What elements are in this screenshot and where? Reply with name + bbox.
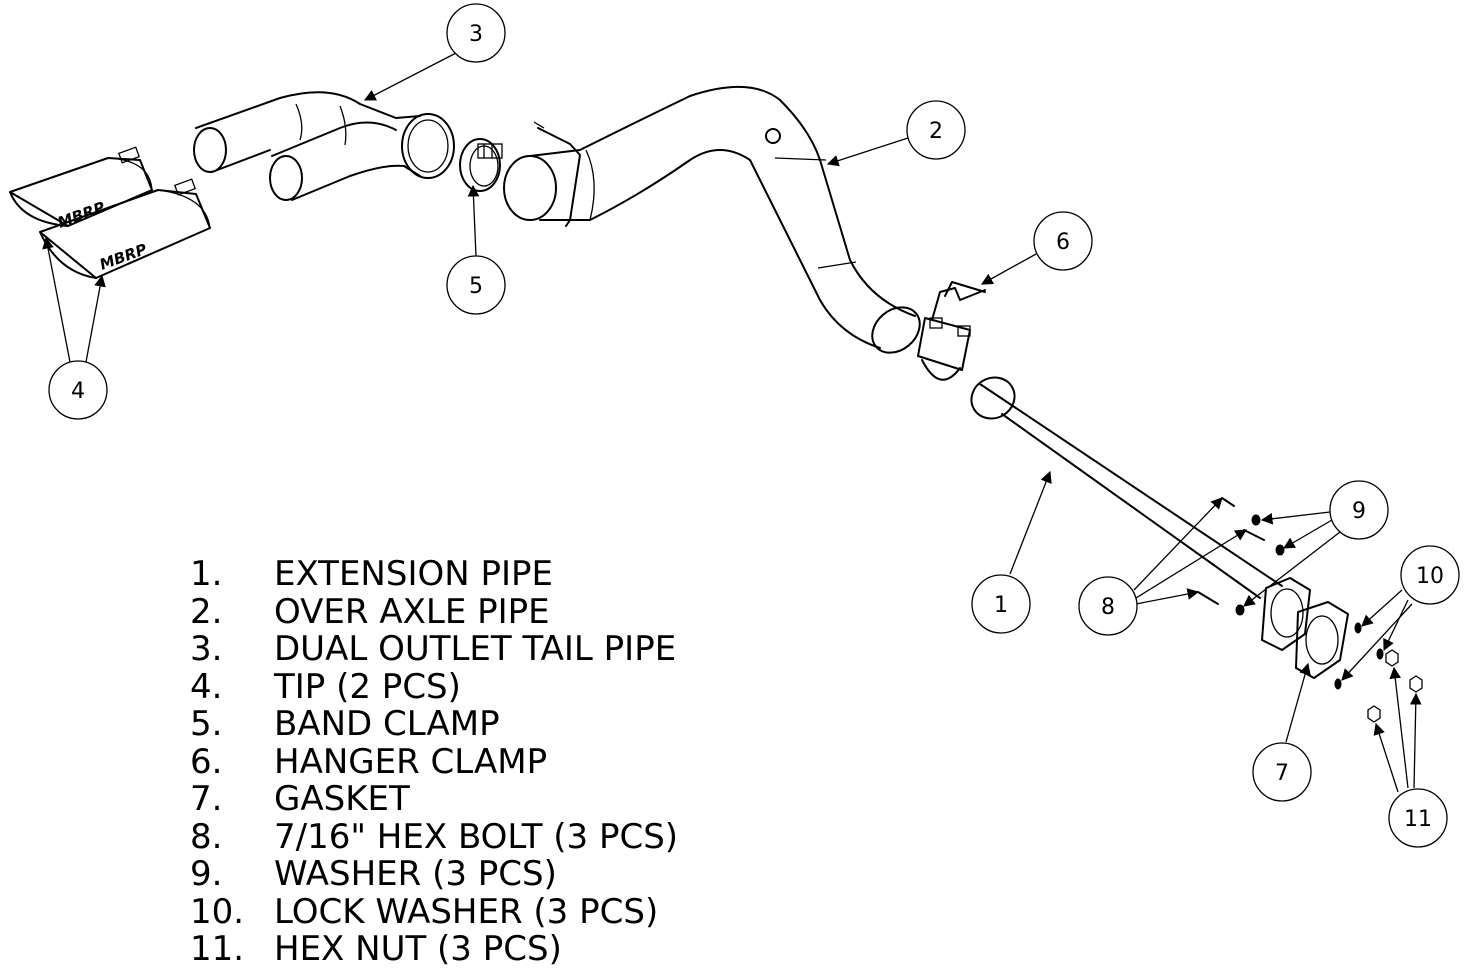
lock-washers <box>1334 622 1384 690</box>
callout-9: 9 <box>1243 480 1389 607</box>
callout-2: 2 <box>826 100 966 167</box>
tip-upper-logo: MBRP <box>55 198 107 232</box>
callout-label-9: 9 <box>1352 499 1366 524</box>
callout-label-10: 10 <box>1416 564 1444 589</box>
callout-label-7: 7 <box>1275 761 1289 786</box>
callout-4: 4 <box>42 236 108 420</box>
callout-11: 11 <box>1373 666 1448 848</box>
callout-label-4: 4 <box>71 379 85 404</box>
band-clamp <box>459 138 503 192</box>
parts-list-item: 2.OVER AXLE PIPE <box>190 591 550 632</box>
dual-outlet-tail-pipe <box>193 91 455 201</box>
parts-list-item: 10.LOCK WASHER (3 PCS) <box>190 891 659 932</box>
callout-label-1: 1 <box>994 593 1008 618</box>
callout-5: 5 <box>446 184 506 315</box>
over-axle-pipe <box>503 86 921 354</box>
parts-list-item: 7.GASKET <box>190 779 410 819</box>
parts-list-item: 11.HEX NUT (3 PCS) <box>190 929 562 969</box>
callout-label-6: 6 <box>1056 230 1070 255</box>
parts-list: 1.EXTENSION PIPE 2.OVER AXLE PIPE 3.DUAL… <box>190 554 679 969</box>
callout-label-5: 5 <box>469 274 483 299</box>
callout-8: 8 <box>1078 497 1247 636</box>
gasket-flange <box>1261 577 1311 651</box>
callout-label-11: 11 <box>1404 807 1432 832</box>
washers <box>1235 514 1285 616</box>
parts-list-item: 1.EXTENSION PIPE <box>190 554 553 594</box>
callout-3: 3 <box>363 3 506 101</box>
callout-6: 6 <box>980 211 1093 285</box>
hex-nuts <box>1367 649 1423 723</box>
hanger-clamp <box>917 281 986 381</box>
parts-list-item: 5.BAND CLAMP <box>190 704 500 744</box>
gasket <box>1295 601 1349 679</box>
callout-label-3: 3 <box>469 22 483 47</box>
callout-label-2: 2 <box>929 119 943 144</box>
parts-list-item: 6.HANGER CLAMP <box>190 741 548 782</box>
callout-10: 10 <box>1341 545 1460 681</box>
parts-list-item: 8.7/16" HEX BOLT (3 PCS) <box>190 816 679 857</box>
extension-pipe <box>970 376 1283 599</box>
tip-upper: MBRP <box>9 146 153 232</box>
callout-1: 1 <box>971 470 1052 634</box>
callout-label-8: 8 <box>1101 595 1115 620</box>
hex-bolts <box>1197 497 1265 605</box>
parts-list-item: 9.WASHER (3 PCS) <box>190 854 557 894</box>
parts-list-item: 4.TIP (2 PCS) <box>190 666 461 707</box>
tip-lower-logo: MBRP <box>97 240 149 274</box>
parts-list-item: 3.DUAL OUTLET TAIL PIPE <box>190 629 677 669</box>
callout-7: 7 <box>1252 662 1312 802</box>
